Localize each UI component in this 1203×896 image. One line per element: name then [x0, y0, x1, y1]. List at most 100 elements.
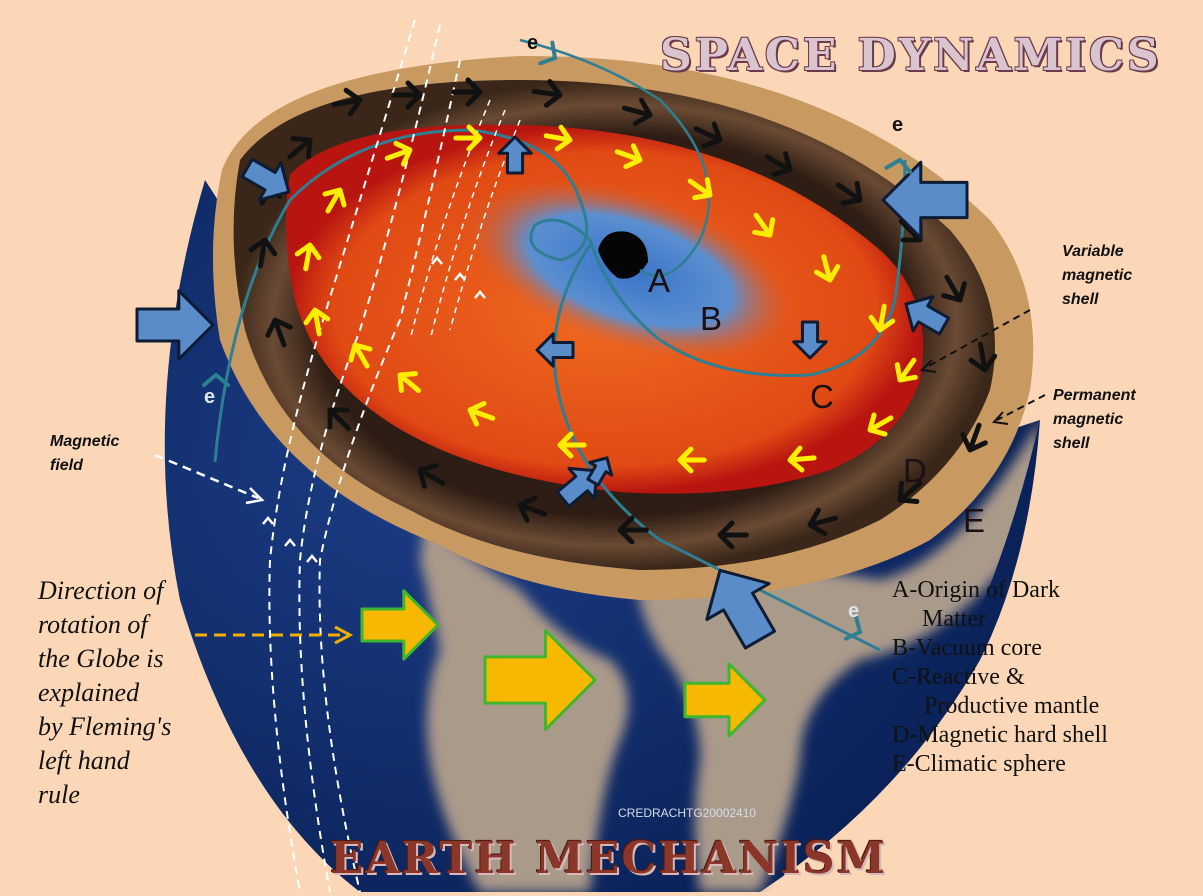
shell-flow-arrow — [897, 480, 923, 504]
legend-a: A-Origin of Dark — [892, 577, 1060, 603]
legend-c: C-Reactive & — [892, 664, 1025, 690]
shell-flow-arrow — [764, 151, 793, 177]
magnetic-field-note: Magnetic field — [50, 433, 120, 474]
mantle-flow-arrow — [814, 254, 841, 283]
label-e: E — [963, 502, 986, 539]
mantle-flow-arrow — [687, 177, 713, 201]
electron-label-right: e — [892, 114, 904, 136]
field-line — [298, 24, 441, 893]
field-line-arrowhead — [454, 272, 466, 281]
shell-flow-arrow — [960, 422, 988, 453]
shell-flow-arrow — [621, 97, 653, 126]
field-line-arrowhead — [284, 538, 296, 547]
field-line — [318, 59, 461, 893]
electron-label-left: e — [204, 386, 216, 408]
layer-legend: A-Origin of Dark Matter B-Vacuum core C-… — [892, 576, 1108, 779]
space-dynamics-title: SPACE DYNAMICS — [660, 30, 1162, 81]
shell-pointer-arrows — [195, 309, 1046, 645]
shell-flow-arrow — [417, 463, 446, 489]
mantle-flow-arrow — [557, 431, 587, 459]
shell-flow-arrow — [617, 515, 649, 545]
pressure-block-arrow — [586, 456, 614, 487]
label-c: C — [810, 378, 834, 415]
rotation-block-arrow — [483, 629, 597, 731]
shell-flow-arrow — [327, 407, 352, 432]
mantle-flow-arrow — [467, 400, 496, 427]
mantle-flow-arrow — [894, 357, 918, 383]
earth-mechanism-title: EARTH MECHANISM — [330, 833, 888, 884]
ocean — [164, 180, 1040, 892]
rotation-block-arrow — [360, 589, 440, 661]
electron-direction-marker — [884, 157, 913, 174]
pressure-block-arrow — [881, 160, 969, 240]
mantle-flow-arrow — [384, 140, 413, 167]
pressure-block-arrow — [535, 332, 575, 368]
electron-line-left — [213, 128, 907, 463]
shell-flow-arrow — [248, 237, 278, 269]
pressure-block-arrow — [904, 295, 951, 336]
shell-flow-arrow — [265, 317, 293, 348]
permanent-shell-note: Permanent magnetic shell — [1053, 387, 1136, 452]
credit-code: CREDRACHTG20002410 — [618, 806, 757, 820]
continents — [420, 420, 1040, 892]
shell-flow-arrow — [693, 121, 723, 149]
field-pointer-arrow — [154, 453, 259, 500]
legend-b: B-Vacuum core — [892, 635, 1042, 661]
field-line — [429, 109, 506, 341]
mantle-flow-arrow — [348, 342, 373, 369]
shell-flow-arrow — [517, 495, 548, 523]
shell-flow-arrow — [807, 507, 839, 536]
electron-direction-marker — [843, 614, 863, 641]
electron-line-bottom — [552, 244, 881, 652]
mantle-flow-arrow — [303, 307, 331, 337]
electron-label-bottom: e — [848, 600, 860, 622]
shell-flow-arrow — [451, 77, 483, 107]
mantle-flow-arrow — [294, 242, 322, 272]
arrow-marks — [135, 40, 998, 738]
electron-flow-lines — [213, 38, 907, 652]
rotation-explanation: Direction of rotation of the Globe is ex… — [38, 576, 172, 809]
shell-flow-arrow — [968, 341, 998, 373]
label-b: B — [700, 300, 723, 337]
shell-flow-arrow — [835, 180, 863, 206]
shell-flow-arrow — [331, 87, 363, 117]
rotation-block-arrow — [683, 662, 767, 738]
mantle-flow-arrow — [752, 212, 776, 238]
electron-line-top — [519, 38, 711, 277]
pressure-block-arrow — [705, 568, 777, 650]
field-line — [268, 19, 416, 893]
mantle-flow-arrow — [543, 124, 573, 152]
legend-c-cont: Productive mantle — [924, 693, 1100, 719]
mantle-flow-arrow — [397, 371, 422, 394]
pressure-block-arrow — [135, 289, 215, 361]
dark-matter-origin — [598, 231, 648, 279]
field-line-arrowhead — [262, 516, 274, 525]
field-line-arrowhead — [431, 256, 443, 265]
mantle-flow-arrow — [787, 445, 817, 473]
field-line-arrowhead — [474, 290, 486, 299]
shell-flow-arrow — [531, 78, 563, 108]
legend-a-cont: Matter — [922, 606, 986, 632]
mantle-flow-arrow — [322, 187, 347, 214]
variable-shell-pointer-head — [919, 359, 937, 373]
pressure-block-arrow — [497, 135, 533, 175]
pressure-block-arrow — [240, 157, 291, 202]
legend-d: D-Magnetic hard shell — [892, 722, 1108, 748]
shell-flow-arrow — [391, 80, 423, 110]
mantle-flow-arrow — [614, 143, 643, 170]
mantle-flow-arrow — [868, 303, 896, 333]
shell-flow-arrow — [941, 274, 967, 303]
permanent-shell-pointer-head — [992, 411, 1009, 425]
globe-body — [164, 180, 1040, 892]
legend-e: E-Climatic sphere — [892, 751, 1066, 777]
mantle-flow-arrow — [677, 446, 707, 474]
label-a: A — [648, 262, 671, 299]
field-line-arrowhead — [306, 554, 318, 563]
pressure-block-arrow — [792, 320, 828, 360]
field-line — [409, 99, 491, 341]
variable-shell-pointer — [924, 309, 1031, 369]
permanent-shell-pointer — [996, 394, 1046, 421]
continent-africa — [637, 420, 1040, 892]
